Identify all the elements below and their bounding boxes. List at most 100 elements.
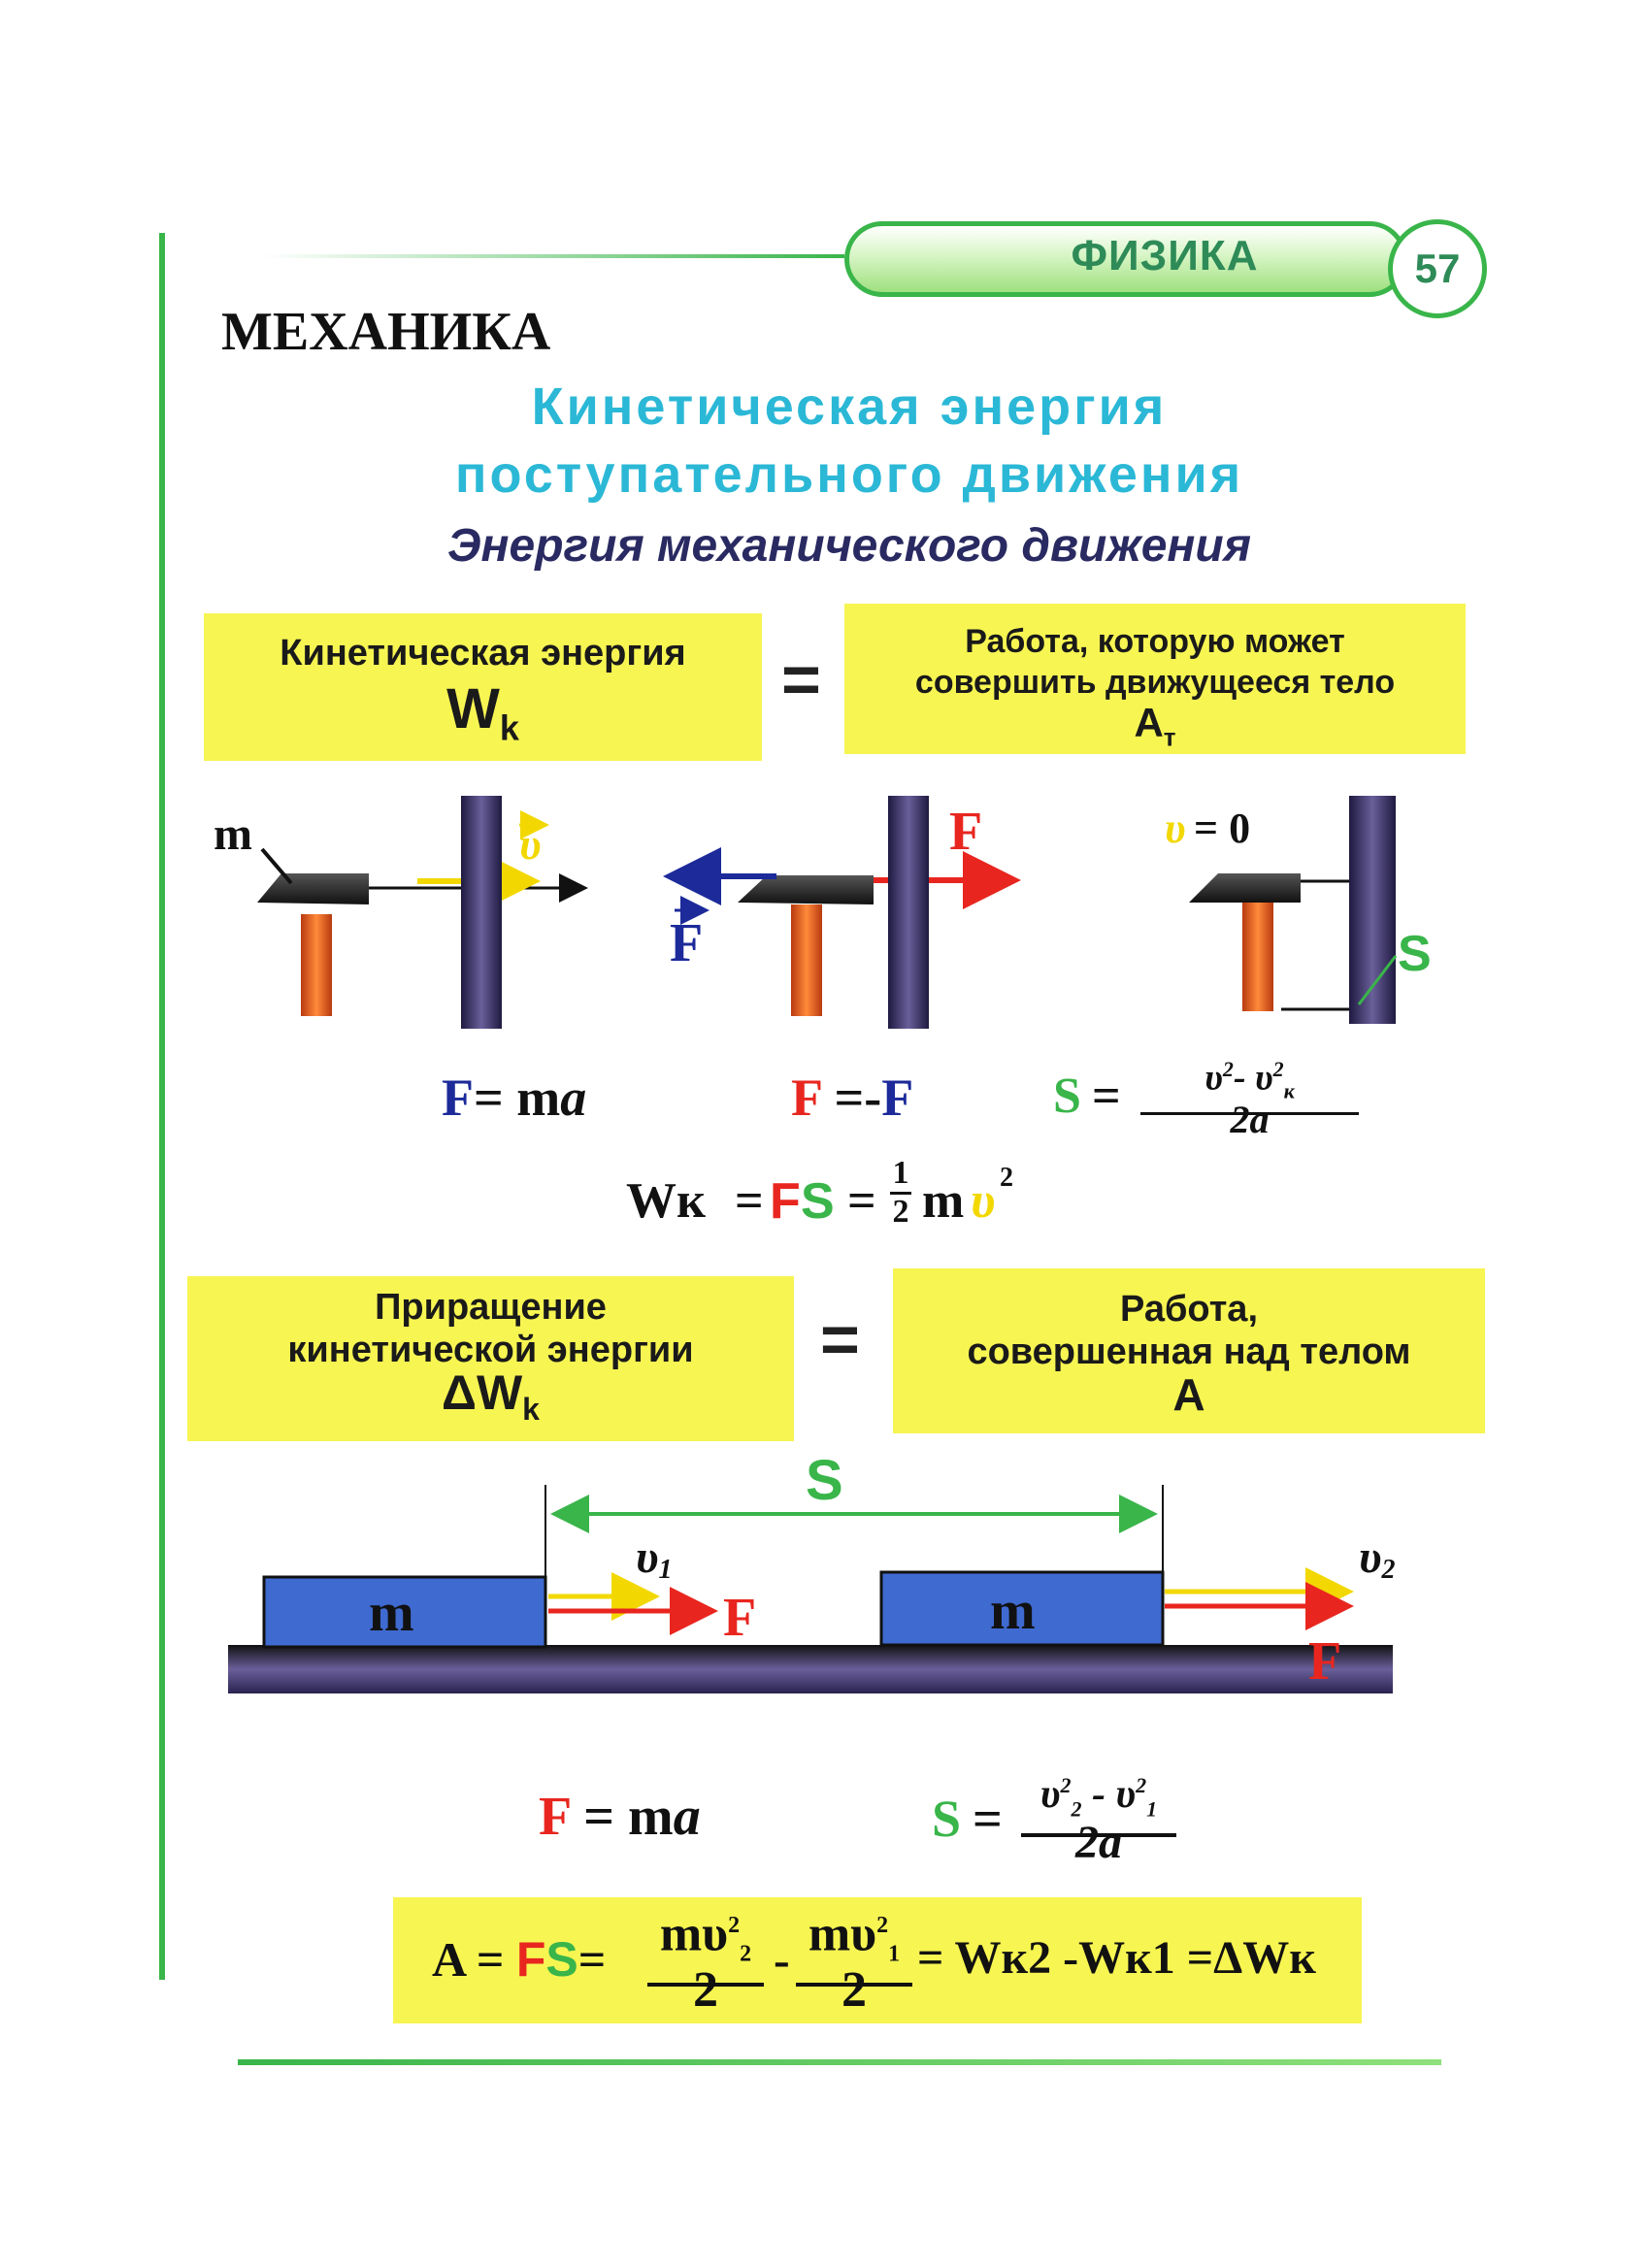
velocity-zero-label: υ: [1165, 805, 1186, 852]
blocks-diagram: S m m υ1 F υ2 F: [228, 1449, 1396, 1693]
v-symbol: υ: [1204, 1057, 1223, 1099]
formula-eq: =: [847, 1173, 876, 1229]
hammer-2: [738, 875, 874, 1016]
hammer-3: [1189, 873, 1301, 1011]
work-possible-box: Работа, которую может совершить движущее…: [844, 604, 1466, 754]
v2-symbol: υ: [1040, 1772, 1061, 1817]
half-denominator: 2: [892, 1194, 909, 1230]
fraction-numerator: υ22 - υ21: [1021, 1761, 1176, 1838]
symbol-w: W: [446, 677, 500, 740]
kinetic-energy-label: Кинетическая энергия: [280, 633, 686, 674]
topic-title-line1: Кинетическая энергия: [531, 378, 1168, 436]
left-margin-rule: [159, 233, 165, 1980]
fraction-denominator: 2a: [1230, 1098, 1270, 1141]
newton-formula: F= ma: [442, 1068, 586, 1128]
wk-symbol: Wк: [626, 1173, 706, 1229]
block-2: [879, 1570, 1165, 1647]
final-formula-tail: = Wк2 -Wк1 =ΔWк: [917, 1932, 1316, 1984]
work-done-symbol: A: [1172, 1369, 1205, 1420]
sub-k: к: [1283, 1078, 1295, 1103]
page-number-circle: [1388, 219, 1487, 318]
a-symbol: A =: [432, 1932, 516, 1987]
page-number: 57: [1414, 246, 1461, 291]
formula-eq: =: [578, 1932, 607, 1987]
formula-eq: = m: [570, 1787, 674, 1847]
acceleration-symbol: a: [560, 1068, 587, 1127]
fraction-2-denominator: 2: [842, 1962, 867, 2018]
equals-sign: =: [781, 641, 821, 717]
work-possible-line2: совершить движущееся тело: [914, 664, 1396, 701]
minus-v1: - υ: [1081, 1772, 1137, 1817]
header-rule: [262, 254, 844, 258]
minus-sign: -: [774, 1932, 790, 1987]
sub: 2: [1071, 1796, 1082, 1822]
sub: 2: [740, 1941, 752, 1967]
topic-title-line2: поступательного движения: [454, 445, 1244, 504]
work-possible-line1: Работа, которую может: [965, 623, 1345, 660]
increment-line2: кинетической энергии: [287, 1330, 694, 1370]
velocity-2-label: υ2: [1359, 1531, 1396, 1585]
formula-eq: =: [1092, 1068, 1121, 1124]
fraction-1-denominator: 2: [693, 1962, 718, 2018]
equals-sign-2: =: [820, 1301, 860, 1377]
formula-eq: =-: [820, 1068, 882, 1127]
distance-label: S: [806, 1449, 843, 1512]
fraction-2-numerator: mυ2 1: [796, 1897, 912, 1987]
distance-pointer: [1357, 955, 1398, 1005]
distance-formula-2: S = υ22 - υ21 2a: [932, 1761, 1223, 1878]
hammer-1: [257, 873, 369, 1016]
symbol-sub-k: k: [522, 1392, 540, 1427]
mass-2-label: m: [990, 1581, 1036, 1641]
distance-symbol: S: [545, 1932, 578, 1987]
force-symbol: F: [770, 1173, 801, 1230]
force-symbol-blue: F: [881, 1068, 914, 1127]
formula-eq: = m: [474, 1068, 561, 1127]
work-done-line2: совершенная над телом: [967, 1331, 1411, 1372]
force-symbol-red: F: [791, 1068, 821, 1127]
wall-3: [1349, 796, 1396, 1024]
wall-1: [461, 796, 502, 1029]
block-1: [262, 1575, 547, 1649]
mass-1-label: m: [369, 1583, 414, 1643]
velocity-zero-eq: = 0: [1194, 805, 1250, 852]
force-1-label: F: [723, 1588, 756, 1648]
header-tab: [844, 221, 1407, 297]
half-numerator: 1: [890, 1155, 911, 1195]
acceleration-symbol: a: [673, 1787, 701, 1847]
subtopic-title: Энергия механического движения: [447, 520, 1251, 572]
mv: mυ: [659, 1906, 729, 1962]
symbol-sub-t: т: [1163, 722, 1176, 752]
sup: 2: [1222, 1057, 1234, 1081]
sup: 2: [1272, 1057, 1284, 1081]
fraction-numerator: υ2- υ2к: [1140, 1048, 1359, 1116]
increment-line1: Приращение: [375, 1287, 607, 1328]
distance-label: S: [1398, 926, 1432, 982]
floor: [228, 1645, 1393, 1693]
distance-symbol: S: [1053, 1068, 1081, 1124]
force-symbol: F: [539, 1787, 571, 1847]
force-symbol: F: [515, 1932, 546, 1987]
v2-sub: 2: [1381, 1555, 1396, 1585]
sub: 1: [888, 1941, 901, 1967]
symbol-delta-w: ΔW: [442, 1365, 523, 1420]
square: 2: [1000, 1163, 1013, 1193]
kinetic-energy-box: Кинетическая энергия Wk: [204, 613, 762, 761]
velocity-1-label: υ1: [636, 1531, 673, 1585]
formula-eq: =: [973, 1790, 1003, 1848]
symbol-a: A: [1134, 700, 1164, 745]
sup: 2: [728, 1913, 741, 1938]
force-symbol: F: [442, 1068, 474, 1127]
third-law-formula: F =-F: [791, 1068, 913, 1128]
kinetic-energy-symbol: Wk: [204, 676, 762, 749]
work-done-box: Работа, совершенная над телом A: [893, 1268, 1485, 1433]
symbol-sub-k: k: [499, 707, 519, 748]
header-subject: ФИЗИКА: [1071, 232, 1259, 279]
mass-symbol: m: [922, 1173, 965, 1229]
sup: 2: [1060, 1773, 1072, 1797]
newton-formula-2: F = ma: [539, 1786, 701, 1848]
v1-symbol: υ: [636, 1531, 659, 1583]
sup: 2: [876, 1913, 889, 1938]
mv: mυ: [808, 1906, 877, 1962]
work-energy-theorem-box: A = FS= mυ22 2 - mυ21 2 = Wк2 -Wк1 =ΔWк: [393, 1897, 1362, 2023]
bottom-rule: [238, 2059, 1441, 2065]
